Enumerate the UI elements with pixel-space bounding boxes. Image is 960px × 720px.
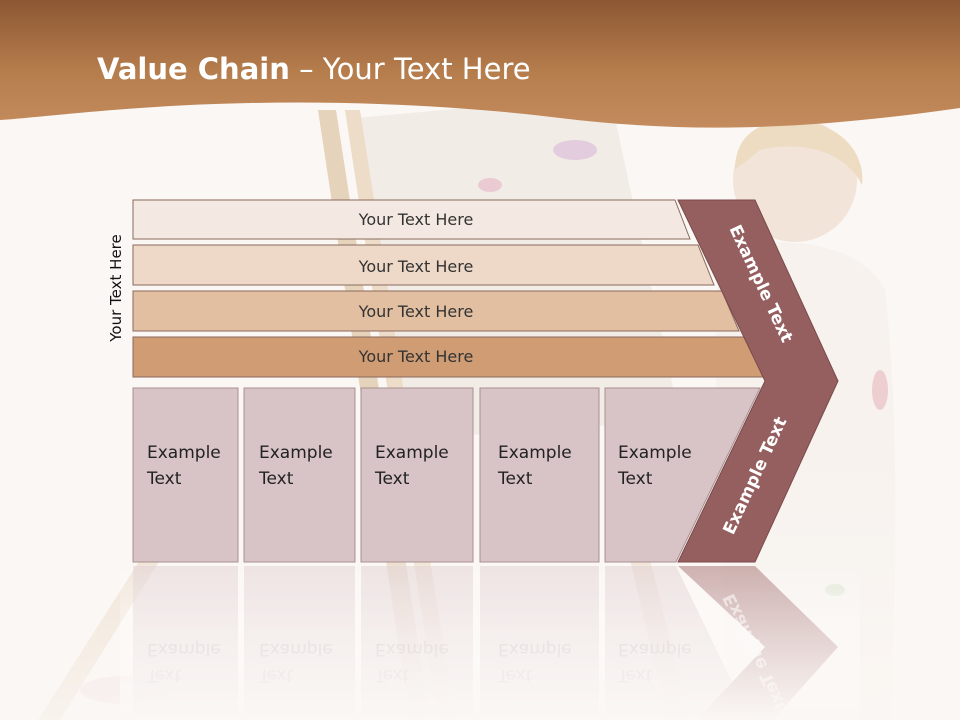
bar-3-shape (132, 290, 740, 332)
bar-2-shape (132, 244, 715, 286)
column-1: Example Text (132, 387, 239, 563)
column-5: Example Text (604, 387, 761, 563)
child-hair (735, 120, 863, 185)
paint-splash (553, 140, 597, 160)
column-1-box (132, 387, 239, 563)
bar-1-label: Your Text Here (358, 210, 474, 229)
bar-2-label: Your Text Here (358, 257, 474, 276)
bar-1: Your Text Here (132, 199, 691, 240)
column-4: Example Text (479, 387, 600, 563)
column-2-line1: Example (259, 443, 333, 463)
column-2-box (243, 387, 356, 563)
paint-splash (478, 178, 502, 192)
column-3-line2: Text (374, 469, 410, 489)
bar-2: Your Text Here (132, 244, 715, 286)
column-4-line1: Example (498, 443, 572, 463)
slide-title: Value Chain – Your Text Here (97, 52, 531, 86)
column-1-line1: Example (147, 443, 221, 463)
bar-4: Your Text Here (132, 336, 764, 378)
column-2: Example Text (243, 387, 356, 563)
column-2-line2: Text (258, 469, 294, 489)
column-3: Example Text (360, 387, 474, 563)
column-5-line2: Text (617, 469, 653, 489)
reflection-fade (120, 563, 860, 720)
bar-4-label: Your Text Here (358, 347, 474, 366)
chevron-shape (677, 199, 839, 563)
column-1-line2: Text (146, 469, 182, 489)
column-5-line1: Example (618, 443, 692, 463)
column-3-line1: Example (375, 443, 449, 463)
title-rest: – Your Text Here (289, 52, 531, 86)
bar-1-shape (132, 199, 691, 240)
header-band (0, 0, 960, 128)
paint-splash (872, 370, 888, 410)
column-5-box (604, 387, 761, 563)
title-bold: Value Chain (97, 52, 290, 86)
bar-3: Your Text Here (132, 290, 740, 332)
bar-3-label: Your Text Here (358, 302, 474, 321)
column-3-box (360, 387, 474, 563)
column-4-line2: Text (497, 469, 533, 489)
column-4-box (479, 387, 600, 563)
